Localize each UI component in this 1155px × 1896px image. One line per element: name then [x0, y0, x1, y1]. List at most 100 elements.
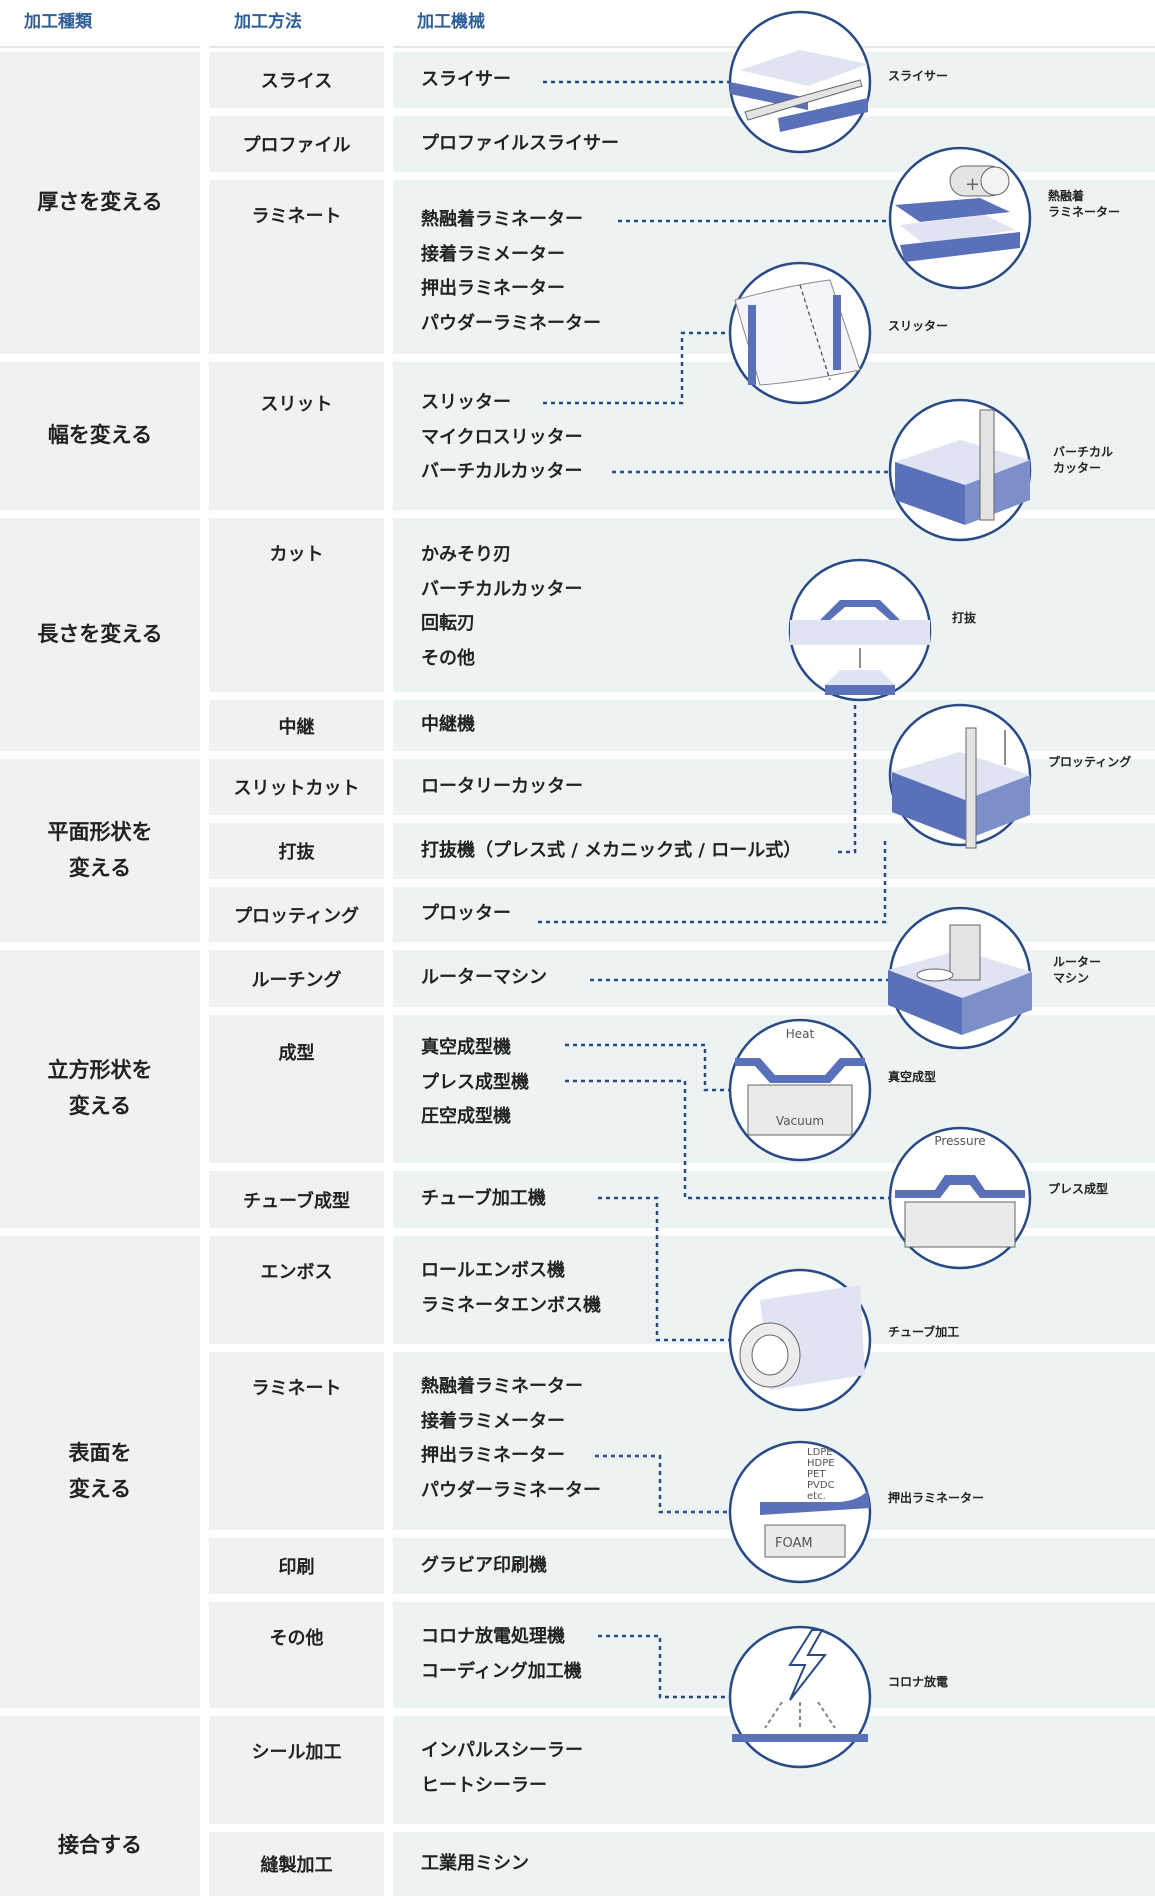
machines-punching: 打抜機（プレス式 / メカニック式 / ロール式）	[393, 823, 1155, 879]
header-method: 加工方法	[209, 0, 384, 48]
pvdc-text: PVDC	[807, 1480, 835, 1491]
method-printing: 印刷	[209, 1538, 384, 1594]
connector-vacuum	[565, 1043, 730, 1092]
label-heat-laminator: 熱融着 ラミネーター	[1048, 189, 1121, 219]
machine-item: 打抜機（プレス式 / メカニック式 / ロール式）	[421, 839, 802, 861]
label-slitter: スリッター	[888, 319, 949, 333]
method-other: その他	[209, 1602, 384, 1708]
method-seal: シール加工	[209, 1716, 384, 1824]
method-cut: カット	[209, 518, 384, 692]
pressure-text: Pressure	[934, 1134, 985, 1148]
machine-item: 工業用ミシン	[421, 1852, 529, 1874]
machine-item: 熱融着ラミネーター	[421, 209, 583, 230]
pet-text: PET	[807, 1469, 826, 1480]
method-emboss: エンボス	[209, 1236, 384, 1344]
machine-item: コーディング加工機	[421, 1660, 582, 1682]
machine-item: 回転刃	[421, 613, 475, 634]
machine-item: 押出ラミネーター	[421, 278, 565, 299]
machine-item: 中継機	[421, 714, 475, 736]
vacuum-text: Vacuum	[776, 1114, 824, 1128]
vertical-cutter-icon	[888, 398, 1032, 542]
slitter-icon	[728, 261, 872, 405]
connector-plotting	[538, 840, 887, 924]
category-length: 長さを変える	[0, 518, 200, 751]
foam-text: FOAM	[775, 1536, 813, 1551]
machine-item: スリッター	[421, 392, 511, 413]
machine-item: 真空成型機	[421, 1037, 511, 1058]
router-machine-icon	[888, 906, 1032, 1050]
punching-icon	[788, 558, 932, 702]
method-laminate: ラミネート	[209, 180, 384, 354]
machine-item: プロッター	[421, 903, 511, 925]
method-profile: プロファイル	[209, 116, 384, 172]
plotting-icon	[888, 703, 1032, 849]
extrusion-laminator-icon: LDPE HDPE PET PVDC etc. FOAM	[728, 1440, 872, 1584]
label-router-machine: ルーター マシン	[1053, 955, 1102, 985]
slicer-icon	[728, 10, 872, 154]
machine-item: マイクロスリッター	[421, 426, 583, 448]
machine-item: チューブ加工機	[421, 1188, 546, 1210]
label-vacuum-forming: 真空成型	[888, 1070, 937, 1084]
machine-item: その他	[421, 647, 475, 669]
vacuum-forming-icon: Heat Vacuum	[728, 1018, 872, 1162]
label-plotting: プロッティング	[1048, 755, 1132, 769]
connector-extrusion	[595, 1454, 730, 1514]
label-press-forming: プレス成型	[1048, 1182, 1109, 1196]
machine-item: プレス成型機	[421, 1071, 529, 1093]
ldpe-text: LDPE	[807, 1447, 833, 1458]
method-routing: ルーチング	[209, 950, 384, 1007]
machine-item: 圧空成型機	[421, 1106, 511, 1127]
machines-plotting: プロッター	[393, 887, 1155, 942]
heat-text: Heat	[786, 1027, 815, 1041]
category-joining: 接合する	[0, 1716, 200, 1896]
category-plane-shape: 平面形状を 変える	[0, 759, 200, 942]
machine-item: かみそり刃	[421, 544, 511, 565]
header-category: 加工種類	[0, 0, 200, 48]
category-cubic-shape: 立方形状を 変える	[0, 950, 200, 1228]
machine-item: ロータリーカッター	[421, 775, 583, 797]
machine-item: グラビア印刷機	[421, 1554, 547, 1576]
machine-item: プロファイルスライサー	[421, 132, 619, 154]
label-slicer: スライサー	[888, 69, 949, 83]
category-thickness: 厚さを変える	[0, 52, 200, 354]
category-surface: 表面を 変える	[0, 1236, 200, 1708]
machine-item: 接着ラミメーター	[421, 243, 565, 265]
machine-item: 熱融着ラミネーター	[421, 1376, 583, 1397]
machine-item: 押出ラミネーター	[421, 1445, 565, 1466]
connector-slitter	[543, 331, 730, 405]
method-punching: 打抜	[209, 823, 384, 879]
machines-sewing: 工業用ミシン	[393, 1832, 1155, 1896]
machine-item: ラミネータエンボス機	[421, 1294, 601, 1316]
machines-cut: かみそり刃 バーチカルカッター 回転刃 その他	[393, 518, 1155, 692]
label-vertical-cutter: バーチカル カッター	[1053, 445, 1114, 475]
tube-processing-icon	[728, 1268, 872, 1412]
connector-press	[565, 1079, 890, 1200]
machine-item: ヒートシーラー	[421, 1774, 547, 1796]
connector-punching	[838, 700, 857, 854]
label-punching: 打抜	[952, 611, 977, 625]
method-forming: 成型	[209, 1015, 384, 1163]
heat-laminator-icon: +	[888, 146, 1032, 290]
machine-item: ロールエンボス機	[421, 1260, 565, 1281]
method-slit-cut: スリットカット	[209, 759, 384, 815]
machine-item: パウダーラミネーター	[421, 1479, 601, 1501]
press-forming-icon: Pressure	[888, 1126, 1032, 1270]
machine-item: スライサー	[421, 68, 511, 90]
machine-item: ルーターマシン	[421, 967, 547, 989]
label-extrusion-laminator: 押出ラミネーター	[888, 1491, 985, 1505]
label-tube-processing: チューブ加工	[888, 1325, 960, 1339]
method-sewing: 縫製加工	[209, 1832, 384, 1896]
method-plotting: プロッティング	[209, 887, 384, 942]
method-tube-forming: チューブ成型	[209, 1171, 384, 1228]
machine-item: バーチカルカッター	[421, 461, 583, 482]
hdpe-text: HDPE	[807, 1458, 835, 1469]
machine-item: バーチカルカッター	[421, 578, 583, 600]
svg-text:+: +	[965, 174, 980, 195]
method-laminate-surface: ラミネート	[209, 1352, 384, 1530]
method-relay: 中継	[209, 700, 384, 751]
method-slit: スリット	[209, 362, 384, 510]
machine-item: コロナ放電処理機	[421, 1626, 565, 1647]
machines-relay: 中継機	[393, 700, 1155, 751]
corona-discharge-icon	[728, 1625, 872, 1769]
